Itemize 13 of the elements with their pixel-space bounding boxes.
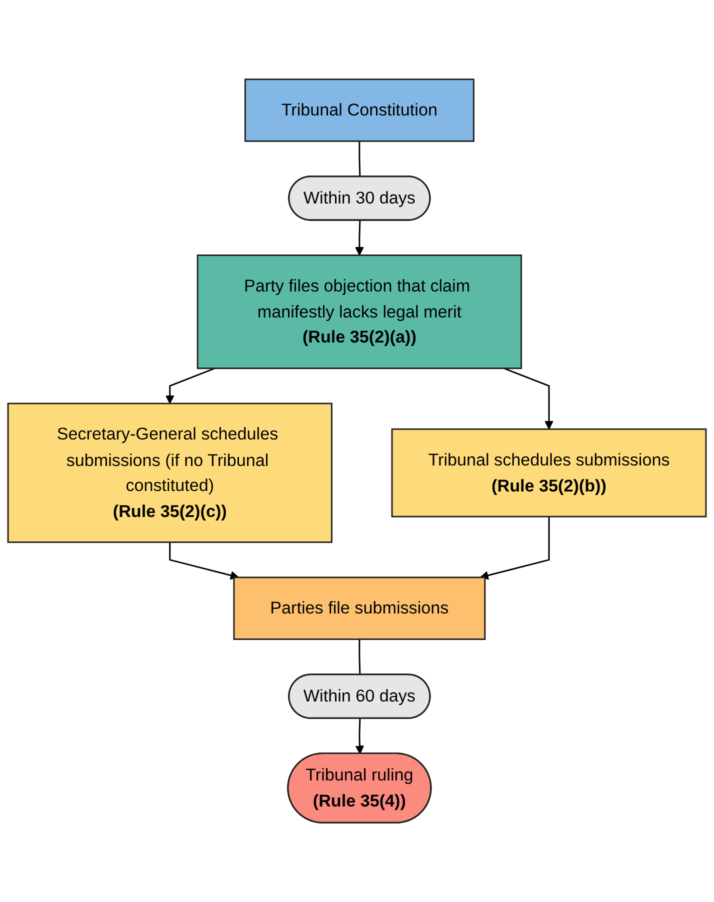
node-box: Parties file submissions xyxy=(233,576,486,640)
arrow xyxy=(165,368,216,404)
connector xyxy=(358,639,361,675)
arrow xyxy=(355,718,364,754)
arrow xyxy=(504,368,554,430)
node-box: Tribunal Constitution xyxy=(244,78,474,142)
arrow xyxy=(169,542,240,580)
arrow xyxy=(355,220,364,256)
node-box: Secretary-General schedules submissions (if no Tribunal constituted) (Rule 35(2)(c)) xyxy=(7,402,332,543)
node-box: Party files objection that claim manifestly lacks legal merit (Rule 35(2)(a)) xyxy=(196,254,522,370)
connector xyxy=(358,141,361,177)
node-box: Tribunal schedules submissions (Rule 35(2)(b)) xyxy=(391,428,707,518)
arrow xyxy=(480,516,550,580)
